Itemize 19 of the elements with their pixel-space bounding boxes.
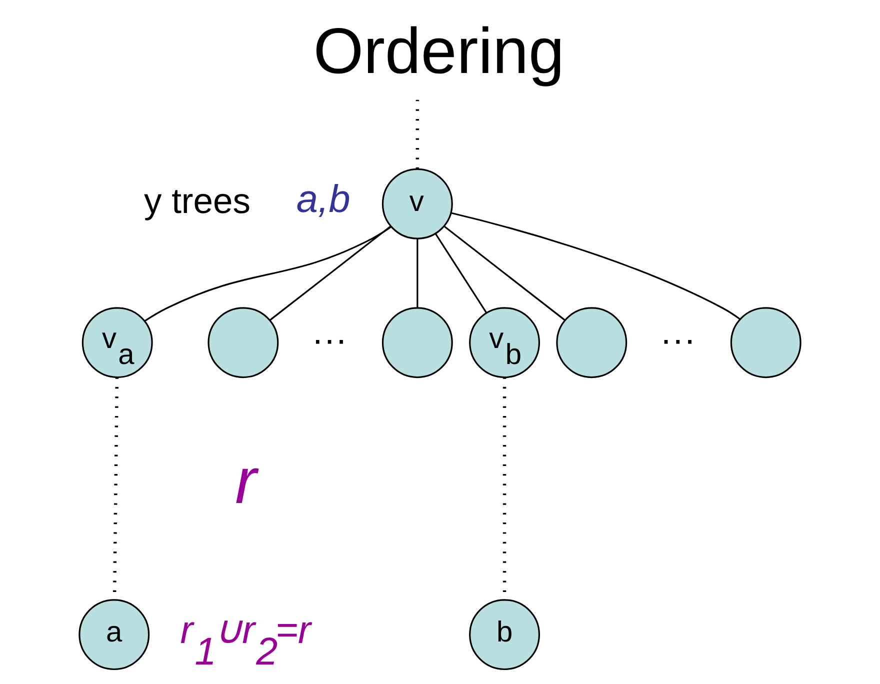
label: y trees — [144, 180, 250, 221]
node-circle: v — [382, 168, 453, 240]
connector — [144, 226, 392, 322]
node-circle: a — [78, 599, 150, 670]
node-circle: b — [469, 599, 540, 670]
label: ··· — [312, 320, 348, 360]
node-circle — [208, 307, 279, 378]
label: ··· — [660, 320, 696, 360]
connector — [434, 233, 488, 314]
diagram-title: Ordering — [313, 14, 564, 87]
connector — [451, 212, 741, 320]
node-circle — [730, 307, 802, 378]
connector — [444, 226, 566, 321]
node-circle — [556, 307, 628, 378]
connector — [270, 226, 391, 321]
label: a,b — [296, 178, 350, 222]
node-circle — [382, 307, 453, 378]
label: r — [235, 445, 257, 518]
connector — [416, 238, 418, 308]
